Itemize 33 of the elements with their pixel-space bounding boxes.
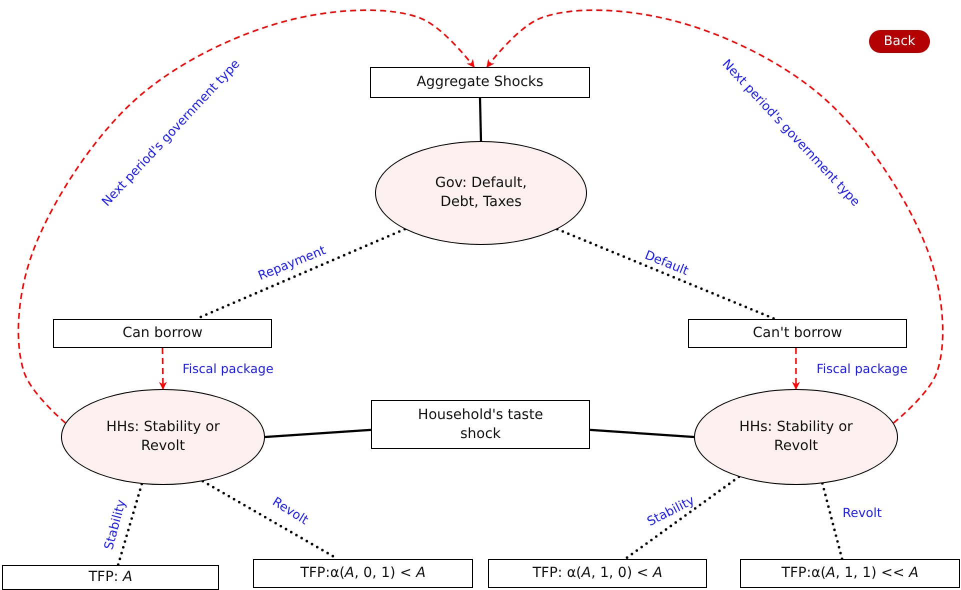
connector-line [590, 428, 694, 438]
arrow [158, 348, 167, 390]
arrow [486, 9, 944, 424]
node-text: TFP:α(A, 0, 1) < A [300, 564, 426, 583]
process-box [371, 400, 590, 449]
edge-label: Revolt [842, 504, 883, 520]
process-box [370, 67, 590, 98]
node-text: Gov: Default, Debt, Taxes [434, 174, 528, 212]
arrow [18, 9, 475, 424]
node-text: Aggregate Shocks [416, 73, 544, 92]
connector-line [556, 228, 776, 320]
node-text: HHs: Stability or Revolt [738, 418, 854, 456]
node-text: TFP: α(A, 1, 0) < A [532, 564, 662, 583]
connector-line [116, 482, 144, 566]
connector-line [264, 428, 372, 438]
process-box [2, 565, 219, 590]
process-box [740, 559, 960, 588]
node-text: TFP: A [88, 568, 132, 587]
edge-label: Fiscal package [816, 360, 909, 376]
process-box [488, 559, 707, 588]
node-text: Can borrow [122, 324, 203, 343]
edge-label: Fiscal package [182, 360, 275, 376]
connector-line [478, 98, 482, 142]
back-button: Back [869, 30, 930, 53]
node-text: Can't borrow [752, 324, 842, 343]
connector-line [624, 476, 740, 560]
process-box [688, 319, 907, 348]
node-text: Household's taste shock [416, 406, 544, 444]
process-box [253, 559, 473, 588]
node-text: HHs: Stability or Revolt [105, 418, 221, 456]
process-box [53, 319, 272, 348]
arrow [792, 348, 800, 390]
node-text: TFP:α(A, 1, 1) << A [781, 564, 919, 583]
